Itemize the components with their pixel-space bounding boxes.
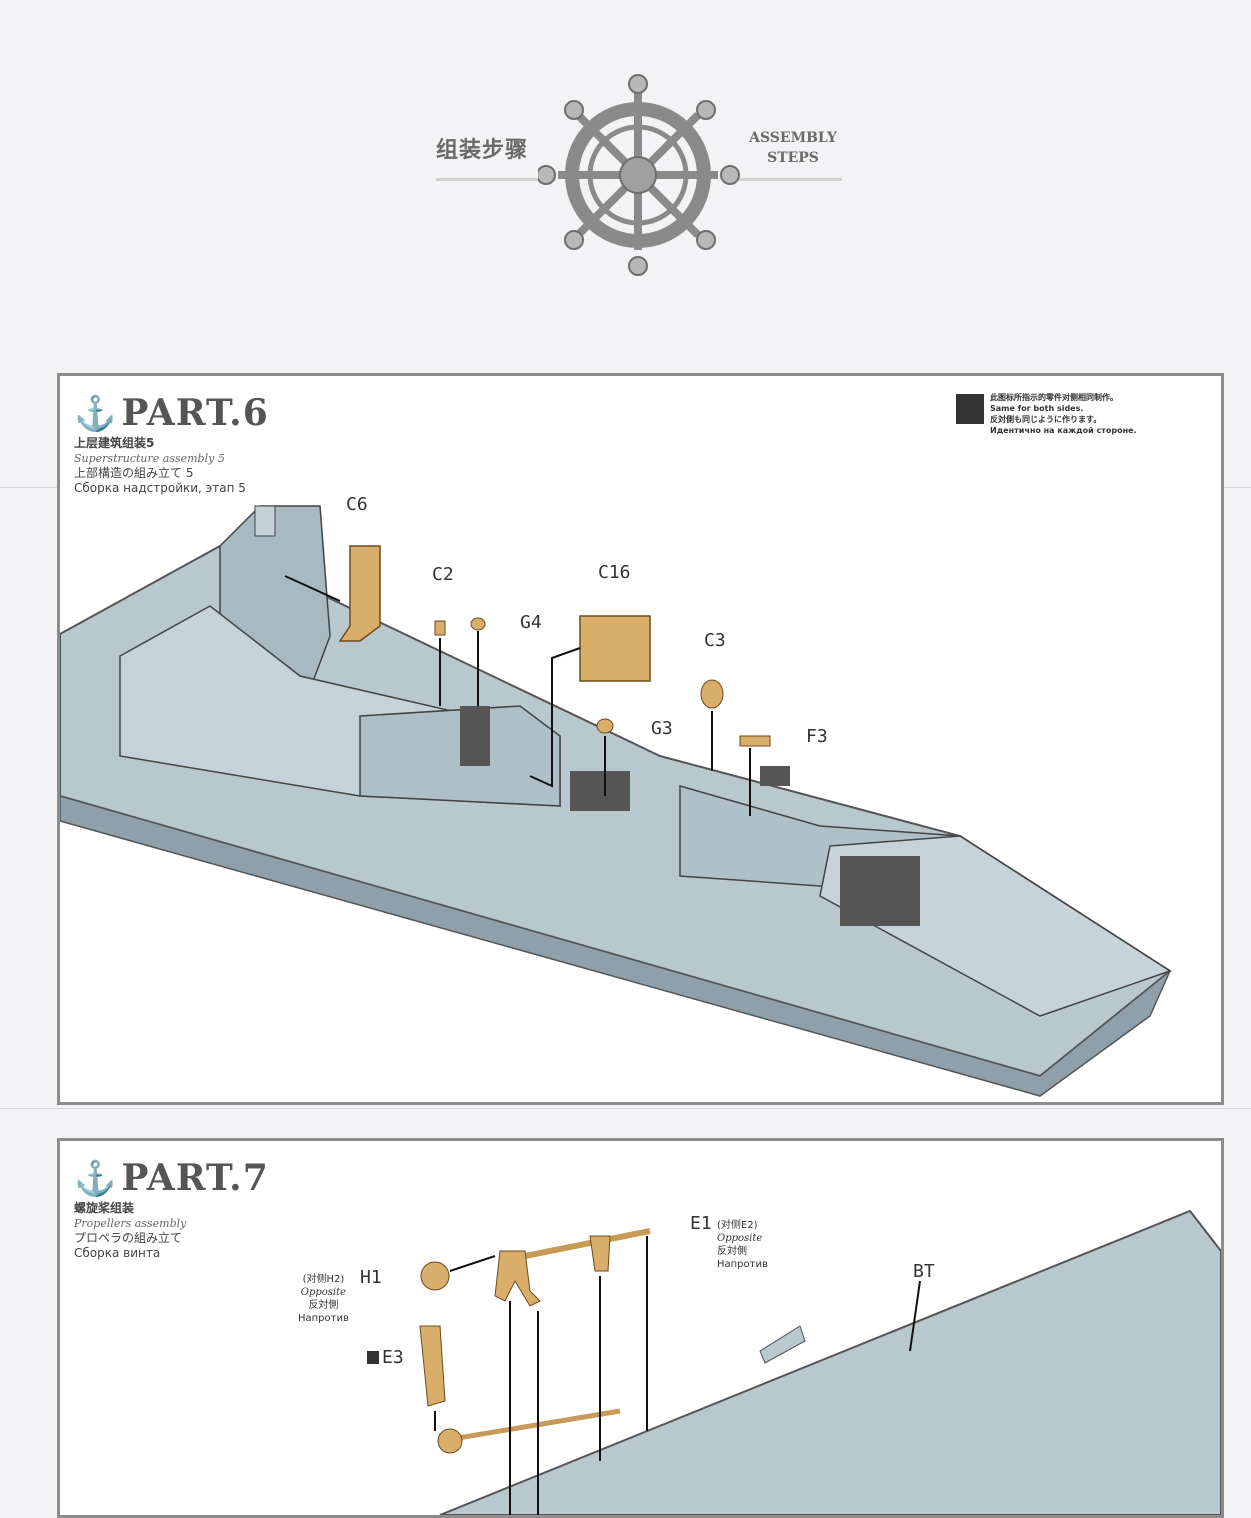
label-e1-opp-cn: (对侧E2) — [717, 1220, 758, 1231]
header-title-en: ASSEMBLY STEPS — [738, 128, 848, 168]
label-h1-opp-en: Opposite — [300, 1287, 347, 1298]
label-h1-opp-jp: 反対側 — [308, 1300, 339, 1311]
part7-subtitle-ru: Сборка винта — [74, 1246, 161, 1260]
label-c6: C6 — [346, 494, 368, 515]
both-sides-icon — [367, 1351, 379, 1364]
label-h1: H1 — [360, 1267, 382, 1288]
part-f3 — [739, 735, 771, 747]
part-c6 — [338, 545, 381, 642]
part-e3 — [419, 1325, 446, 1407]
propeller-drawing — [419, 1209, 1221, 1515]
part-c3 — [700, 679, 724, 709]
header-rule-right — [722, 178, 842, 181]
part7-subtitle-en: Propellers assembly — [74, 1217, 187, 1230]
part6-subtitles: 上层建筑组装5 Superstructure assembly 5 上部構造の組… — [74, 436, 246, 496]
label-g4: G4 — [520, 612, 542, 633]
part7-title-text: PART.7 — [121, 1157, 269, 1199]
label-e1-opposite: (对侧E2) Opposite 反対側 Напротив — [717, 1219, 768, 1271]
label-g3: G3 — [651, 718, 673, 739]
label-e3-text: E3 — [382, 1347, 404, 1368]
part6-title-text: PART.6 — [121, 392, 269, 434]
note-en: Same for both sides. — [990, 404, 1084, 413]
label-e3: E3 — [367, 1347, 404, 1368]
part-h1 — [420, 1261, 450, 1291]
header-title-en-line2: STEPS — [767, 150, 819, 166]
label-h1-opp-cn: (对侧H2) — [302, 1274, 345, 1285]
part7-subtitle-cn: 螺旋桨组装 — [74, 1201, 135, 1215]
ship-superstructure-drawing — [60, 505, 1172, 1097]
part7-panel: ⚓PART.7 螺旋桨组装 Propellers assembly プロペラの組… — [57, 1138, 1224, 1518]
part6-subtitle-jp: 上部構造の組み立て 5 — [74, 466, 194, 480]
label-c3: C3 — [704, 630, 726, 651]
part-c2 — [434, 620, 446, 636]
label-e1-opp-ru: Напротив — [717, 1259, 768, 1270]
header-rule-left — [436, 178, 556, 181]
both-sides-icon — [956, 394, 984, 424]
anchor-icon: ⚓ — [74, 1159, 118, 1199]
part6-subtitle-cn: 上层建筑组装5 — [74, 436, 155, 450]
part-c16 — [579, 615, 651, 682]
note-jp: 反対側も同じように作ります。 — [990, 415, 1102, 424]
fold-line — [0, 1108, 1251, 1109]
label-e1-opp-jp: 反対側 — [717, 1246, 747, 1257]
part-g4 — [470, 617, 486, 631]
part6-subtitle-ru: Сборка надстройки, этап 5 — [74, 481, 246, 495]
part6-panel: ⚓PART.6 上层建筑组装5 Superstructure assembly … — [57, 373, 1224, 1105]
label-c16: C16 — [598, 562, 631, 583]
label-h1-opp-ru: Напротив — [298, 1313, 349, 1324]
part7-title: ⚓PART.7 — [74, 1157, 269, 1199]
anchor-icon: ⚓ — [74, 394, 118, 434]
part7-subtitles: 螺旋桨组装 Propellers assembly プロペラの組み立て Сбор… — [74, 1201, 186, 1261]
note-ru: Идентично на каждой стороне. — [990, 426, 1137, 435]
label-c2: C2 — [432, 564, 454, 585]
label-bt: BT — [913, 1261, 935, 1282]
header-title-en-line1: ASSEMBLY — [749, 130, 837, 146]
part6-title: ⚓PART.6 — [74, 392, 269, 434]
part-g3 — [596, 718, 614, 734]
label-e1-opp-en: Opposite — [717, 1233, 763, 1244]
part7-subtitle-jp: プロペラの組み立て — [74, 1231, 183, 1245]
note-cn: 此图标所指示的零件对侧相同制作。 — [990, 393, 1118, 402]
label-h1-opposite: (对侧H2) Opposite 反対側 Напротив — [298, 1273, 349, 1325]
both-sides-note: 此图标所指示的零件对侧相同制作。 Same for both sides. 反対… — [956, 392, 1137, 436]
ship-wheel-icon — [538, 74, 740, 276]
part6-subtitle-en: Superstructure assembly 5 — [74, 452, 225, 465]
header-title-cn: 组装步骤 — [436, 138, 529, 163]
label-f3: F3 — [806, 726, 828, 747]
label-e1: E1 — [690, 1213, 712, 1234]
